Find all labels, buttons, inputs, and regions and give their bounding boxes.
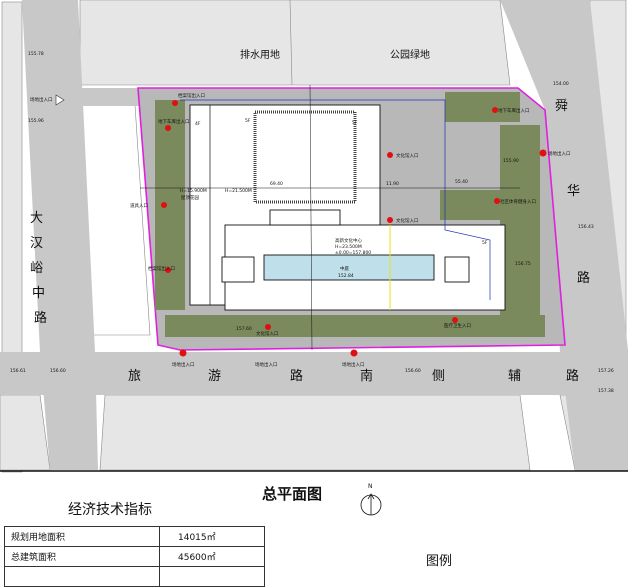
svg-text:157.26: 157.26 xyxy=(598,368,614,374)
entrance-underground-left: 地下车库出入口 xyxy=(158,118,190,125)
svg-text:155.78: 155.78 xyxy=(28,51,44,57)
svg-text:154.00: 154.00 xyxy=(553,81,569,87)
svg-text:辅: 辅 xyxy=(508,369,521,384)
svg-text:侧: 侧 xyxy=(432,369,445,384)
entrance-site-south-3: 场地出入口 xyxy=(342,361,365,368)
height-mid: H=21.500M xyxy=(225,188,252,194)
svg-text:156.61: 156.61 xyxy=(10,368,26,374)
elevation-points: 155.78 155.96 154.00 155.90 157.60 156.6… xyxy=(10,51,614,394)
road-east-label: 舜 华 路 xyxy=(555,99,590,286)
indicators-table: 规划用地面积 14015㎡ 总建筑面积 45600㎡ xyxy=(4,526,265,587)
entrance-culture-2: 文化馆入口 xyxy=(396,217,419,224)
table-row: 总建筑面积 45600㎡ xyxy=(4,546,265,567)
dimension-label: 55.40 xyxy=(455,179,468,185)
svg-text:华: 华 xyxy=(567,184,580,199)
floor-label: 5F xyxy=(245,118,251,124)
svg-text:路: 路 xyxy=(290,368,303,384)
floor-label: 5F xyxy=(482,240,488,246)
atrium-label: 中庭 xyxy=(340,265,349,272)
roof-garden: 屋顶花园 xyxy=(181,194,199,201)
height-left: H=15.900M xyxy=(180,188,207,194)
entrance-underground-right: 地下车库出入口 xyxy=(498,107,530,114)
entrance-markers xyxy=(55,94,547,357)
entrance-culture-1: 文化馆入口 xyxy=(396,152,419,159)
roads xyxy=(0,0,628,470)
table-row xyxy=(4,566,265,587)
building-elevation: ±0.00=157.800 xyxy=(335,250,371,256)
building xyxy=(189,104,506,311)
entrance-site-south-2: 场地出入口 xyxy=(255,361,278,368)
svg-text:汉: 汉 xyxy=(30,236,43,251)
building-name: 高新文化中心 xyxy=(335,237,362,244)
svg-text:155.90: 155.90 xyxy=(503,158,519,164)
floor-label: 4F xyxy=(195,121,201,127)
svg-text:路: 路 xyxy=(577,270,590,286)
svg-text:中: 中 xyxy=(32,286,45,301)
entrance-site-left: 场地出入口 xyxy=(30,96,53,103)
dimension-label: 69.40 xyxy=(270,181,283,187)
row-value xyxy=(159,566,265,587)
row-label: 规划用地面积 xyxy=(4,526,160,547)
zone-park: 公园绿地 xyxy=(390,48,430,61)
svg-text:156.60: 156.60 xyxy=(405,368,421,374)
entrance-site-south-1: 场地出入口 xyxy=(172,361,195,368)
svg-text:旅: 旅 xyxy=(128,369,141,384)
svg-text:157.60: 157.60 xyxy=(236,326,252,332)
svg-text:南: 南 xyxy=(360,368,373,384)
row-label: 总建筑面积 xyxy=(4,546,160,567)
svg-text:156.60: 156.60 xyxy=(50,368,66,374)
svg-text:大: 大 xyxy=(30,211,43,226)
road-south-label: 旅 游 路 南 侧 辅 路 xyxy=(128,368,579,384)
svg-text:156.75: 156.75 xyxy=(515,261,531,267)
green-areas xyxy=(155,92,545,337)
entrance-culture-south: 文化馆入口 xyxy=(256,330,279,337)
svg-text:路: 路 xyxy=(566,368,579,384)
north-arrow-icon: N xyxy=(360,483,382,516)
entrance-medical: 医疗卫生入口 xyxy=(444,322,471,329)
floor-label: 5F xyxy=(352,120,358,126)
entrance-archive-side: 档案馆出入口 xyxy=(148,265,175,272)
svg-text:路: 路 xyxy=(34,310,47,326)
entrance-site-right: 场地出入口 xyxy=(548,150,571,157)
zone-drainage: 排水用地 xyxy=(240,48,280,61)
svg-text:游: 游 xyxy=(208,369,221,384)
svg-text:峪: 峪 xyxy=(30,261,43,276)
drawing-title: 总平面图 xyxy=(262,485,323,503)
site-plan: 排水用地 公园绿地 大 汉 峪 中 路 舜 华 路 旅 游 路 南 侧 辅 路 … xyxy=(0,0,628,473)
indicators-title: 经济技术指标 xyxy=(68,502,152,518)
row-value: 14015㎡ xyxy=(159,526,265,547)
svg-text:156.43: 156.43 xyxy=(578,224,594,230)
entrance-community: 社区体育健身入口 xyxy=(500,198,536,205)
dimension-label: 11.90 xyxy=(386,181,399,187)
svg-text:155.96: 155.96 xyxy=(28,118,44,124)
row-label xyxy=(4,566,160,587)
svg-text:157.38: 157.38 xyxy=(598,388,614,394)
table-row: 规划用地面积 14015㎡ xyxy=(4,526,265,547)
entrance-parking-top: 档案馆出入口 xyxy=(178,92,205,99)
svg-text:舜: 舜 xyxy=(555,99,568,114)
building-height: H=23.500M xyxy=(335,244,362,250)
atrium-elevation: 152.84 xyxy=(338,273,354,279)
row-value: 45600㎡ xyxy=(159,546,265,567)
compass-label: N xyxy=(368,483,373,490)
road-west-label: 大 汉 峪 中 路 xyxy=(30,211,47,326)
entrance-service: 道具入口 xyxy=(130,202,148,209)
legend-title: 图例 xyxy=(426,554,453,569)
